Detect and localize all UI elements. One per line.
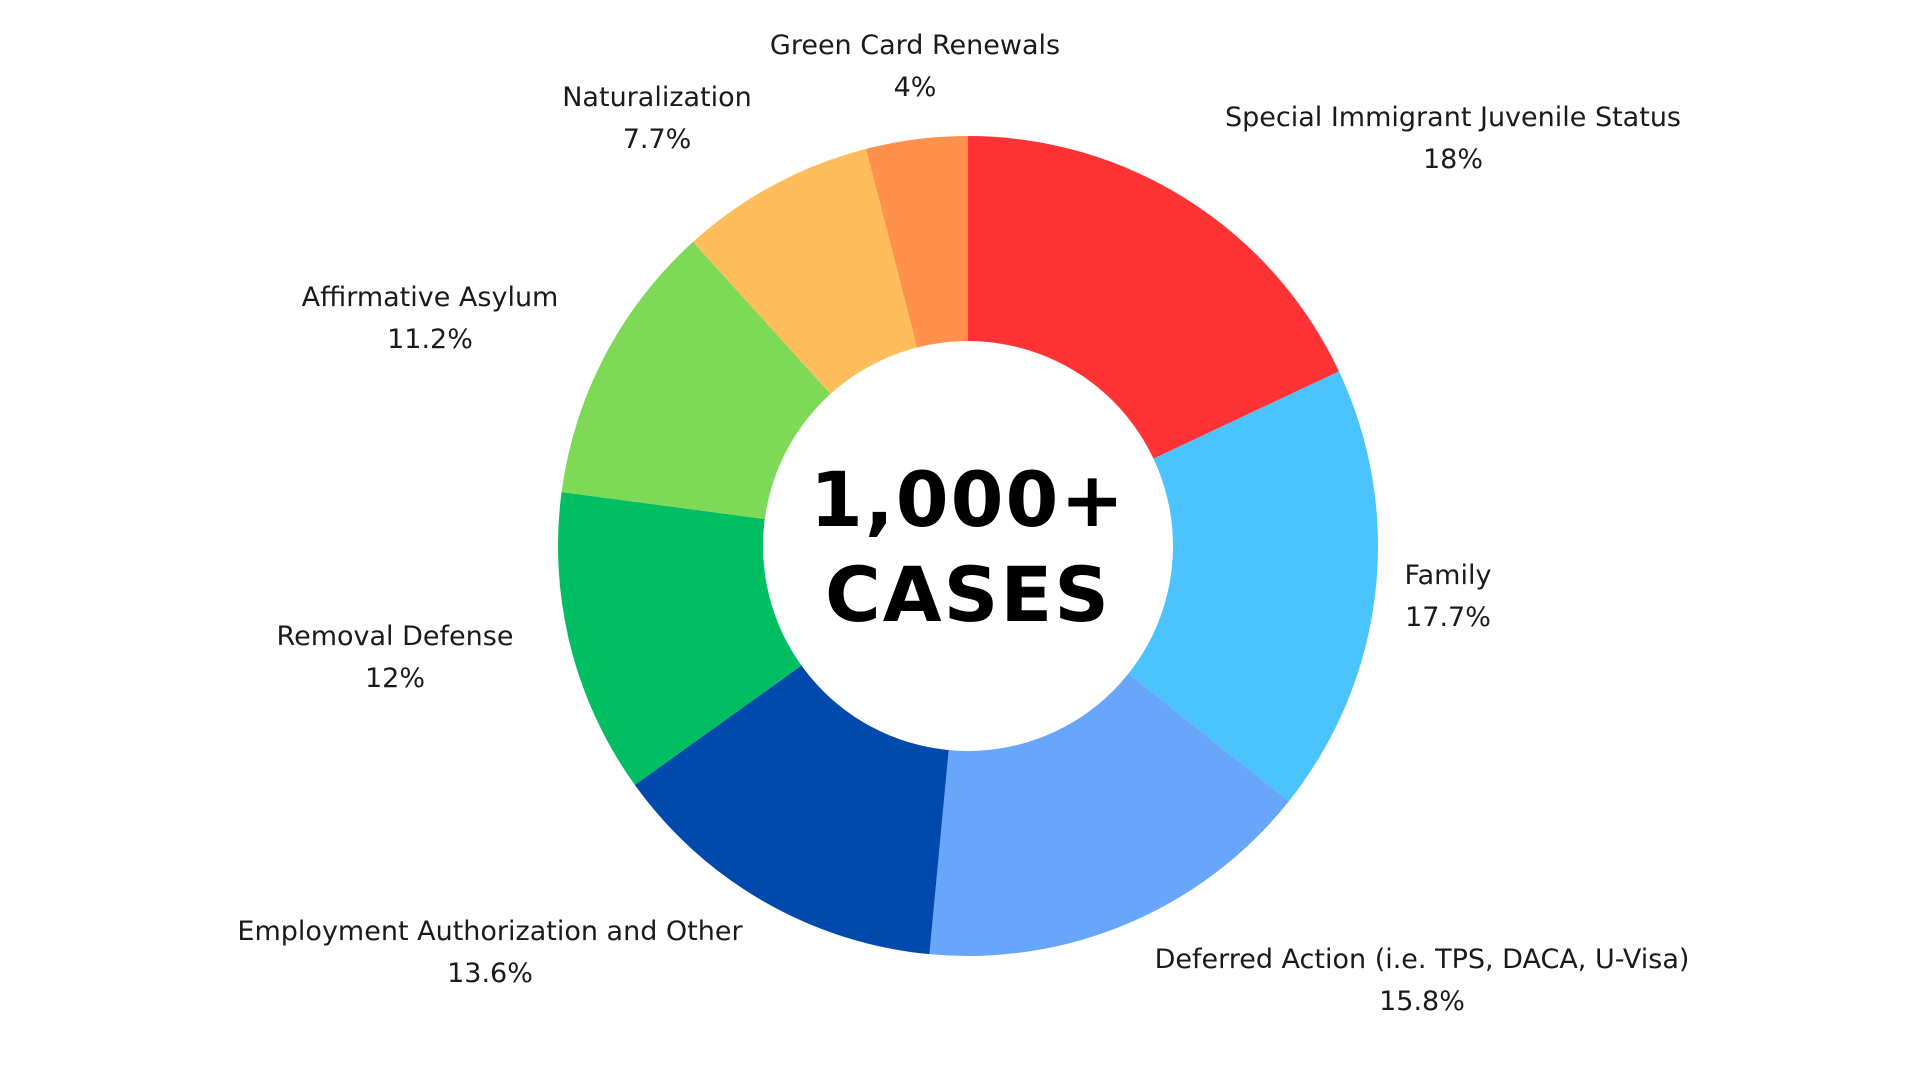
- center-caption-text: CASES: [825, 550, 1111, 639]
- slice-label-name: Green Card Renewals: [770, 30, 1060, 61]
- slice-label-name: Removal Defense: [277, 621, 514, 652]
- slice-label-name: Affirmative Asylum: [302, 282, 559, 313]
- slice-label-name: Special Immigrant Juvenile Status: [1225, 102, 1681, 133]
- slice-label-name: Family: [1405, 560, 1492, 591]
- slice-label-percent: 12%: [365, 663, 425, 694]
- slice-label-name: Deferred Action (i.e. TPS, DACA, U-Visa): [1155, 944, 1690, 975]
- slice-label-percent: 13.6%: [447, 958, 533, 989]
- slice-label-name: Employment Authorization and Other: [237, 916, 743, 947]
- slice-label-name: Naturalization: [562, 82, 752, 113]
- donut-hole: [763, 341, 1173, 751]
- pie-slice-family: [968, 371, 1378, 802]
- slice-label-percent: 15.8%: [1379, 986, 1465, 1017]
- slice-label-percent: 7.7%: [623, 124, 692, 155]
- slice-label-percent: 4%: [894, 72, 937, 103]
- slice-label-percent: 11.2%: [387, 324, 473, 355]
- slice-label-percent: 17.7%: [1405, 602, 1491, 633]
- slice-labels: Special Immigrant Juvenile Status 18% Fami…: [237, 30, 1689, 1017]
- center-value-text: 1,000+: [810, 455, 1126, 544]
- slice-label-percent: 18%: [1423, 144, 1483, 175]
